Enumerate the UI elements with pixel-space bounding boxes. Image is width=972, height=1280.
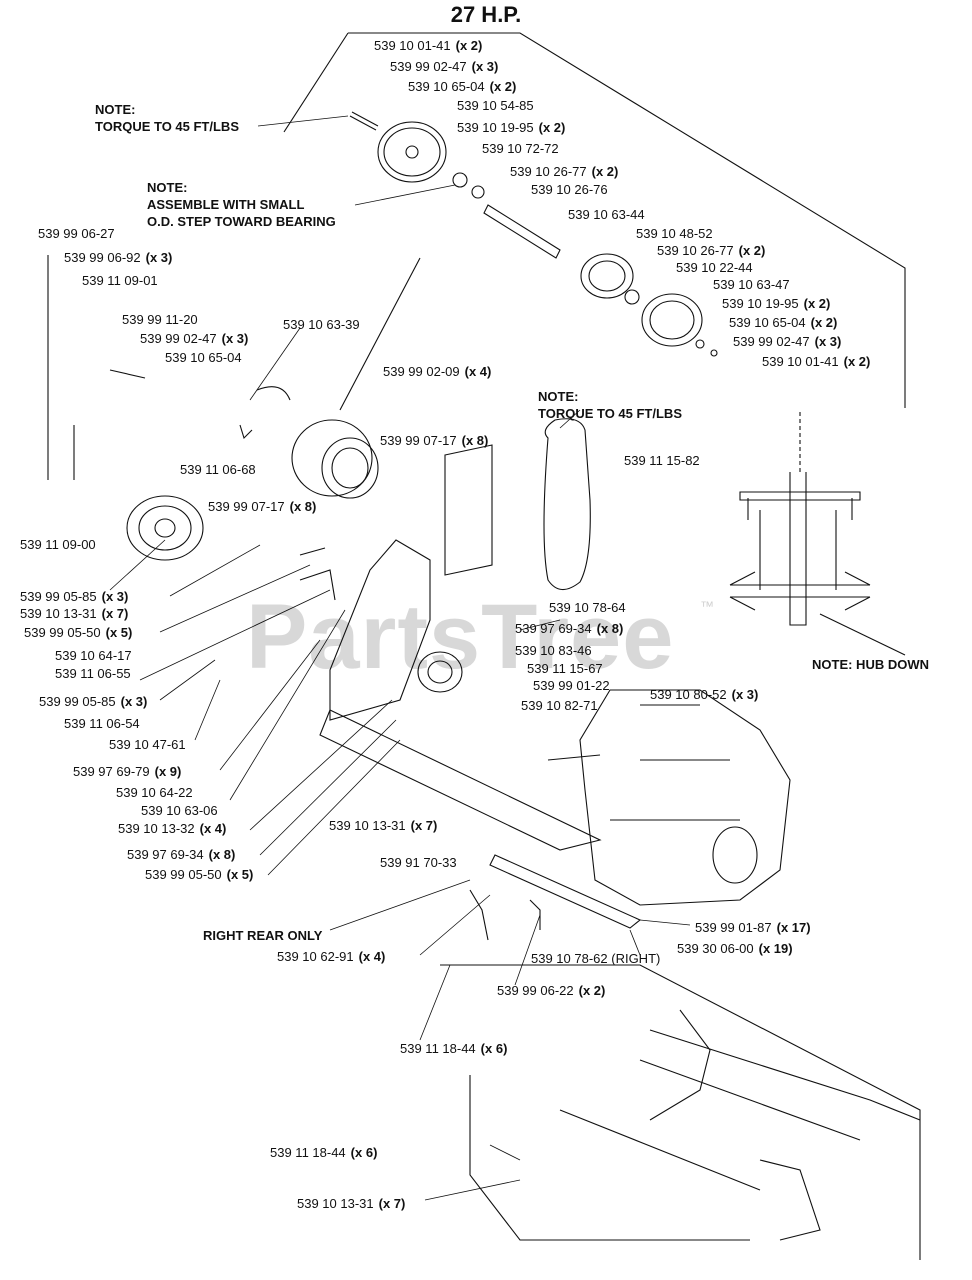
note-heading: NOTE: (147, 180, 188, 195)
engine-block (547, 689, 791, 906)
part-label: 539 10 63-47 (713, 277, 790, 292)
part-label: 539 99 06-22(x 2) (497, 983, 606, 998)
part-label: 539 10 64-22 (116, 785, 193, 800)
part-label: 539 97 69-34(x 8) (127, 847, 236, 862)
part-label: 539 10 19-95(x 2) (722, 296, 831, 311)
part-label: 539 91 70-33 (380, 855, 457, 870)
part-label: 539 11 15-67 (527, 661, 603, 676)
part-label: 539 10 54-85 (457, 98, 534, 113)
part-label: 539 10 26-77(x 2) (510, 164, 619, 179)
note-heading: NOTE: (95, 102, 136, 117)
part-label: 539 10 47-61 (109, 737, 186, 752)
part-label: 539 10 78-64 (549, 600, 626, 615)
part-label: 539 10 01-41(x 2) (762, 354, 871, 369)
part-label: 539 10 63-44 (568, 207, 645, 222)
hub-detail-view (729, 412, 906, 656)
part-label: 539 10 62-91(x 4) (277, 949, 386, 964)
part-label: 539 10 65-04(x 2) (408, 79, 517, 94)
trademark-symbol: ™ (700, 598, 714, 614)
upper-pulley-assembly (283, 32, 906, 408)
part-label: 539 10 78-62 (RIGHT) (531, 951, 661, 966)
part-label: 539 99 05-50(x 5) (24, 625, 133, 640)
note-torque-mid: NOTE: TORQUE TO 45 FT/LBS (538, 388, 682, 422)
part-label: 539 30 06-00(x 19) (677, 941, 793, 956)
part-label: 539 99 02-47(x 3) (390, 59, 499, 74)
part-label: 539 10 72-72 (482, 141, 559, 156)
part-label: 539 97 69-79(x 9) (73, 764, 182, 779)
part-label: 539 99 02-09(x 4) (383, 364, 492, 379)
part-label: 539 99 02-47(x 3) (733, 334, 842, 349)
part-label: 539 10 65-04 (165, 350, 242, 365)
part-label: 539 11 06-68 (180, 462, 256, 477)
part-label: 539 99 06-92(x 3) (64, 250, 173, 265)
part-label: 539 10 22-44 (676, 260, 753, 275)
part-label: 539 10 82-71 (521, 698, 598, 713)
part-label: 539 99 01-22 (533, 678, 610, 693)
part-label: 539 11 18-44(x 6) (400, 1041, 508, 1056)
part-label: 539 10 26-77(x 2) (657, 243, 766, 258)
note-assemble: NOTE: ASSEMBLE WITH SMALL O.D. STEP TOWA… (147, 179, 336, 230)
note-torque-top: NOTE: TORQUE TO 45 FT/LBS (95, 101, 239, 135)
part-label: 539 11 15-82 (624, 453, 700, 468)
part-label: 539 97 69-34(x 8) (515, 621, 624, 636)
part-label: 539 10 80-52(x 3) (650, 687, 759, 702)
part-label: 539 99 07-17(x 8) (208, 499, 317, 514)
note-heading: NOTE: (538, 389, 579, 404)
part-label: 539 11 18-44(x 6) (270, 1145, 378, 1160)
part-label: 539 10 01-41(x 2) (374, 38, 483, 53)
part-label: 539 11 09-01 (82, 273, 158, 288)
frame-rails (319, 709, 921, 1260)
clutch-and-pulley-assembly (47, 255, 591, 721)
part-label: 539 99 11-20 (122, 312, 198, 327)
part-label: 539 99 05-85(x 3) (39, 694, 148, 709)
part-label: 539 11 06-54 (64, 716, 140, 731)
note-right-rear: RIGHT REAR ONLY (203, 928, 323, 943)
part-label: 539 10 19-95(x 2) (457, 120, 566, 135)
part-label: 539 99 02-47(x 3) (140, 331, 249, 346)
part-label: 539 10 13-31(x 7) (329, 818, 438, 833)
part-label: 539 10 13-31(x 7) (20, 606, 129, 621)
part-label: 539 10 64-17 (55, 648, 132, 663)
part-label: 539 10 13-31(x 7) (297, 1196, 406, 1211)
part-label: 539 10 65-04(x 2) (729, 315, 838, 330)
part-label: 539 99 06-27 (38, 226, 115, 241)
part-label: 539 10 13-32(x 4) (118, 821, 227, 836)
note-text: TORQUE TO 45 FT/LBS (95, 119, 239, 134)
note-text: O.D. STEP TOWARD BEARING (147, 214, 336, 229)
diagram-title: 27 H.P. (450, 2, 522, 27)
part-label: 539 99 05-50(x 5) (145, 867, 254, 882)
part-label: 539 99 05-85(x 3) (20, 589, 129, 604)
leader-lines (109, 115, 691, 1201)
part-label: 539 10 63-06 (141, 803, 218, 818)
note-text: ASSEMBLE WITH SMALL (147, 197, 305, 212)
part-label: 539 10 26-76 (531, 182, 608, 197)
part-label: 539 10 63-39 (283, 317, 360, 332)
part-label: 539 10 83-46 (515, 643, 592, 658)
part-label: 539 99 01-87(x 17) (695, 920, 811, 935)
note-hub-down: NOTE: HUB DOWN (812, 657, 929, 672)
watermark: PartsTree (246, 586, 675, 688)
part-label: 539 11 06-55 (55, 666, 131, 681)
part-label: 539 10 48-52 (636, 226, 713, 241)
note-text: TORQUE TO 45 FT/LBS (538, 406, 682, 421)
part-label: 539 99 07-17(x 8) (380, 433, 489, 448)
part-label: 539 11 09-00 (20, 537, 96, 552)
